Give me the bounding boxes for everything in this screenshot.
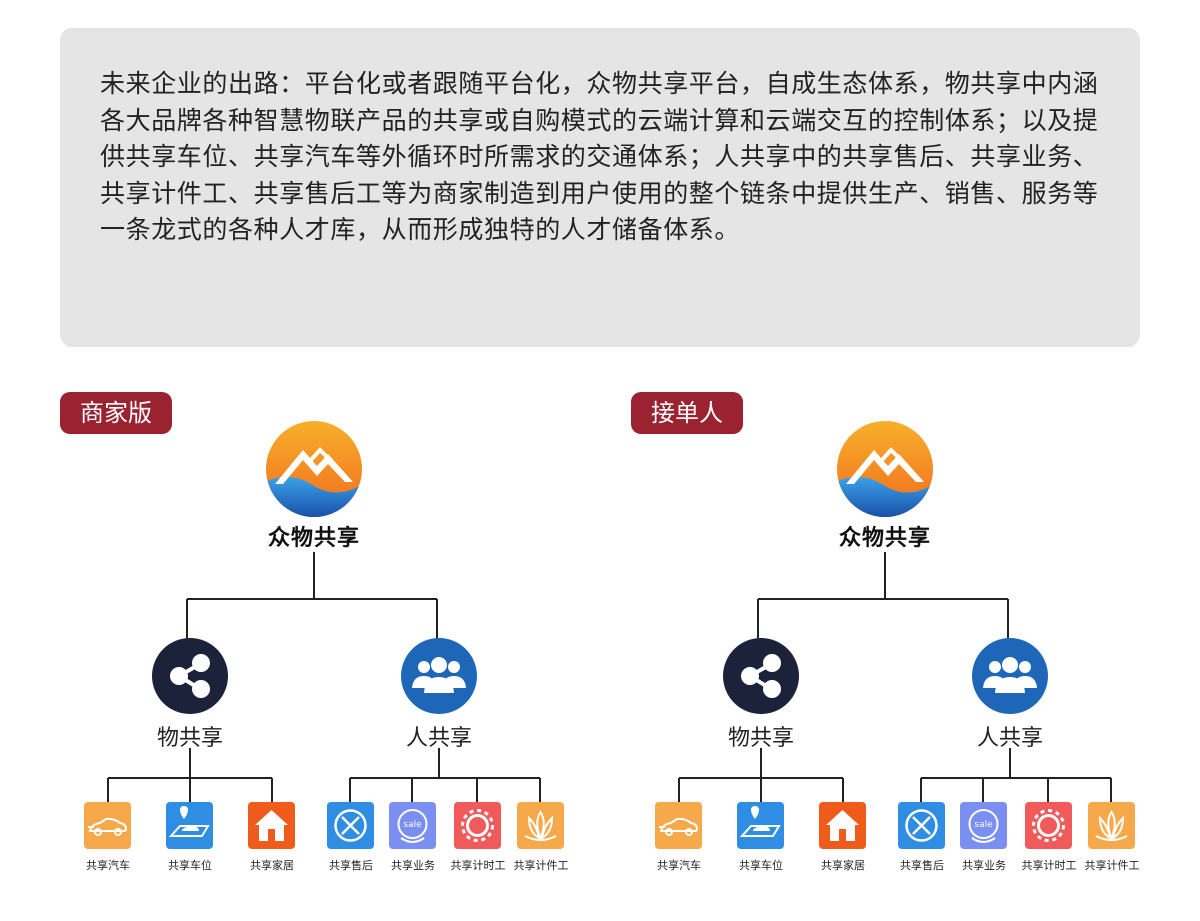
panel-tag: 商家版 xyxy=(60,392,172,434)
ren-share-label: 人共享 xyxy=(976,726,1043,751)
tile-label: 共享家居 xyxy=(821,859,865,872)
parking-icon xyxy=(166,802,213,849)
tile-label: 共享计件工 xyxy=(513,859,569,872)
connector-lines xyxy=(678,552,1112,802)
share-icon xyxy=(152,638,228,714)
wu-share-label: 物共享 xyxy=(156,726,223,751)
sale-icon: sale xyxy=(389,802,436,849)
merchant-panel: 商家版 xyxy=(60,390,630,890)
users-icon xyxy=(401,638,477,714)
svg-text:sale: sale xyxy=(974,820,993,830)
wu-share-label: 物共享 xyxy=(727,726,794,751)
zhongwu-logo-icon xyxy=(836,420,934,518)
house-icon xyxy=(819,802,866,849)
zhongwu-logo-icon xyxy=(265,420,363,518)
connector-lines xyxy=(107,552,541,802)
tile-label: 共享售后 xyxy=(329,859,373,872)
house-icon xyxy=(248,802,295,849)
tile-label: 共享车位 xyxy=(739,859,783,872)
users-icon xyxy=(972,638,1048,714)
ren-share-label: 人共享 xyxy=(405,726,472,751)
gear-icon xyxy=(454,802,501,849)
tile-label: 共享汽车 xyxy=(657,859,701,872)
tile-label: 共享汽车 xyxy=(86,859,130,872)
tile-label: 共享计时工 xyxy=(450,859,506,872)
share-icon xyxy=(723,638,799,714)
tile-label: 共享售后 xyxy=(900,859,944,872)
lotus-icon xyxy=(1088,802,1135,849)
intro-box: 未来企业的出路：平台化或者跟随平台化，众物共享平台，自成生态体系，物共享中内涵各… xyxy=(60,28,1140,347)
brand-name: 众物共享 xyxy=(838,526,931,551)
panel-tag: 接单人 xyxy=(631,392,743,434)
tile-label: 共享计件工 xyxy=(1084,859,1140,872)
tile-label: 共享业务 xyxy=(391,859,435,872)
wrench-icon xyxy=(898,802,945,849)
car-icon xyxy=(655,802,702,849)
car-icon xyxy=(84,802,131,849)
brand-name: 众物共享 xyxy=(267,526,360,551)
intro-text: 未来企业的出路：平台化或者跟随平台化，众物共享平台，自成生态体系，物共享中内涵各… xyxy=(100,69,1099,244)
parking-icon xyxy=(737,802,784,849)
sale-icon: sale xyxy=(960,802,1007,849)
tile-label: 共享业务 xyxy=(962,859,1006,872)
tile-label: 共享家居 xyxy=(250,859,294,872)
wrench-icon xyxy=(327,802,374,849)
gear-icon xyxy=(1025,802,1072,849)
receiver-panel: 接单人 xyxy=(631,390,1200,890)
tile-label: 共享计时工 xyxy=(1021,859,1077,872)
lotus-icon xyxy=(517,802,564,849)
tile-label: 共享车位 xyxy=(168,859,212,872)
svg-text:sale: sale xyxy=(403,820,422,830)
